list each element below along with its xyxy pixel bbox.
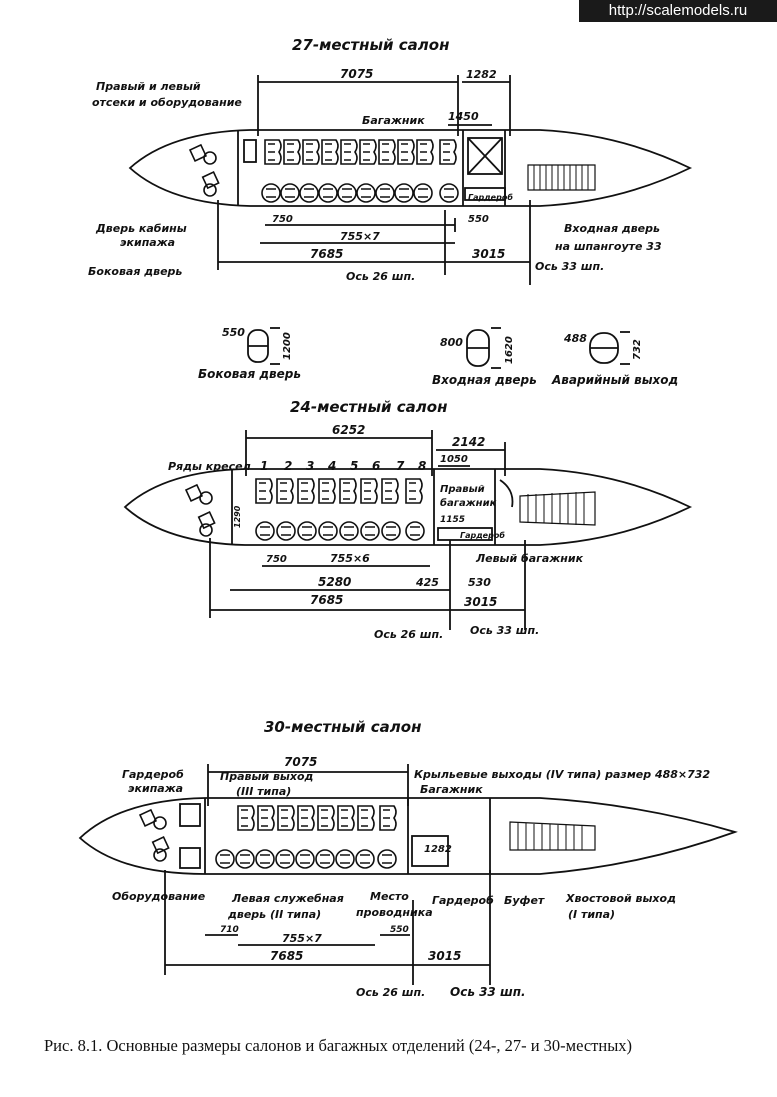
salon-30-label-baggage: Багажник [420, 783, 483, 796]
salon-30-label-crew-wardrobe: Гардероб [122, 768, 184, 781]
row-number: 6 [372, 459, 380, 473]
salon-27-dim-length: 7075 [340, 67, 373, 81]
salon-27-label-entry: Входная дверь [564, 222, 660, 235]
row-number: 3 [306, 459, 314, 473]
salon-30-dim-1282: 1282 [424, 844, 452, 855]
salon-30-label-tail-exit-2: (I типа) [568, 908, 615, 921]
salon-30-seats-left [215, 849, 397, 869]
emergency-exit-label: Аварийный выход [551, 373, 678, 387]
salon-24 [123, 430, 693, 630]
salon-30-dim-3015: 3015 [428, 949, 461, 963]
salon-30-label-aisle-2: проводника [356, 906, 433, 919]
salon-30-label-service-door: Левая служебная [231, 892, 344, 905]
salon-27-axis-33: Ось 33 шп. [535, 260, 604, 273]
salon-30-label-wardrobe: Гардероб [432, 894, 494, 907]
salon-30-axis-33: Ось 33 шп. [450, 985, 526, 999]
emergency-exit-height: 732 [632, 339, 643, 360]
salon-30-dim-550: 550 [390, 925, 409, 935]
salon-30-label-right-exit: Правый выход [220, 770, 314, 783]
side-door-height: 1200 [282, 332, 293, 360]
salon-27-seats-right [264, 139, 457, 165]
entry-door-height: 1620 [504, 336, 515, 364]
watermark: http://scalemodels.ru [579, 0, 777, 22]
salon-30-label-buffet: Буфет [504, 894, 545, 907]
salon-30-seats-right [237, 805, 397, 831]
salon-30-dim-710: 710 [220, 925, 239, 935]
row-number: 2 [284, 459, 292, 473]
salon-24-label-rows: Ряды кресел [168, 460, 251, 473]
salon-30-label-right-exit-2: (III типа) [236, 785, 291, 798]
salon-27-dim-750: 750 [272, 214, 293, 225]
row-number: 1 [260, 459, 268, 473]
salon-24-dim-1050: 1050 [440, 454, 468, 465]
salon-30-axis-26: Ось 26 шп. [356, 986, 425, 999]
salon-24-label-left-bag: Левый багажник [475, 552, 584, 565]
salon-27-dim-7685: 7685 [310, 247, 343, 261]
salon-24-dim-3015: 3015 [464, 595, 497, 609]
salon-30 [78, 764, 738, 985]
salon-30-label-service-door-2: дверь (II типа) [227, 908, 321, 921]
salon-24-title: 24-местный салон [290, 398, 447, 416]
salon-24-dim-pitch: 755×6 [330, 552, 370, 565]
salon-30-dim-pitch: 755×7 [282, 932, 322, 945]
salon-24-dim-1155: 1155 [440, 515, 465, 525]
row-number: 8 [418, 459, 426, 473]
salon-24-dim-425: 425 [415, 576, 439, 589]
side-door-width: 550 [222, 326, 245, 339]
salon-24-dim-7685: 7685 [310, 593, 343, 607]
salon-30-label-crew-wardrobe-2: экипажа [128, 782, 183, 795]
salon-24-label-wardrobe: Гардероб [460, 530, 505, 540]
salon-24-dim-530: 530 [468, 576, 491, 589]
salon-24-dim-5280: 5280 [318, 575, 351, 589]
salon-27-title: 27-местный салон [292, 36, 449, 54]
salon-27 [128, 75, 693, 285]
salon-24-axis-33: Ось 33 шп. [470, 624, 539, 637]
salon-27-label-crew-door-2: экипажа [120, 236, 175, 249]
salon-24-dim-750: 750 [266, 554, 287, 565]
salon-30-dim-length: 7075 [284, 755, 317, 769]
salon-24-axis-26: Ось 26 шп. [374, 628, 443, 641]
salon-27-dim-1450: 1450 [448, 110, 479, 123]
salon-24-dim-2142: 2142 [452, 435, 485, 449]
salon-30-label-equipment: Оборудование [112, 890, 206, 903]
salon-27-label-wardrobe: Гардероб [468, 192, 513, 202]
emergency-exit-width: 488 [563, 332, 587, 345]
entry-door-width: 800 [440, 336, 463, 349]
salon-27-dim-pitch: 755×7 [340, 230, 380, 243]
salon-30-label-tail-exit: Хвостовой выход [565, 892, 676, 905]
salon-24-dim-1290: 1290 [233, 505, 242, 528]
salon-24-label-right-bag-2: багажник [440, 497, 497, 509]
salon-27-dim-1282: 1282 [466, 68, 497, 81]
row-number: 4 [327, 459, 336, 473]
row-number: 7 [396, 459, 405, 473]
salon-27-label-entry-2: на шпангоуте 33 [555, 240, 662, 253]
salon-27-dim-3015: 3015 [472, 247, 505, 261]
salon-30-title: 30-местный салон [264, 718, 421, 736]
salon-24-seats-right [255, 478, 423, 504]
salon-27-seats-left [261, 183, 459, 203]
salon-27-label-baggage: Багажник [362, 114, 425, 127]
door-details [247, 327, 630, 369]
salon-24-row-numbers: 1 2 3 4 5 6 7 8 [260, 459, 426, 473]
salon-27-dim-550: 550 [468, 214, 489, 225]
salon-24-seats-left [255, 521, 425, 541]
salon-27-label-walls-2: отсеки и оборудование [92, 96, 242, 109]
salon-24-label-right-bag: Правый [440, 484, 485, 495]
salon-27-label-side-door: Боковая дверь [88, 265, 182, 278]
figure-caption: Рис. 8.1. Основные размеры салонов и баг… [44, 1036, 633, 1055]
salon-30-dim-7685: 7685 [270, 949, 303, 963]
salon-30-label-wing-exits: Крыльевые выходы (IV типа) размер 488×73… [414, 768, 710, 781]
side-door-label: Боковая дверь [198, 367, 301, 381]
salon-30-label-aisle: Место [370, 890, 409, 903]
salon-27-label-walls: Правый и левый [96, 80, 201, 93]
salon-24-dim-length: 6252 [332, 423, 365, 437]
row-number: 5 [350, 459, 358, 473]
salon-27-label-crew-door: Дверь кабины [95, 222, 187, 235]
salon-27-axis-26: Ось 26 шп. [346, 270, 415, 283]
entry-door-label: Входная дверь [432, 373, 537, 387]
